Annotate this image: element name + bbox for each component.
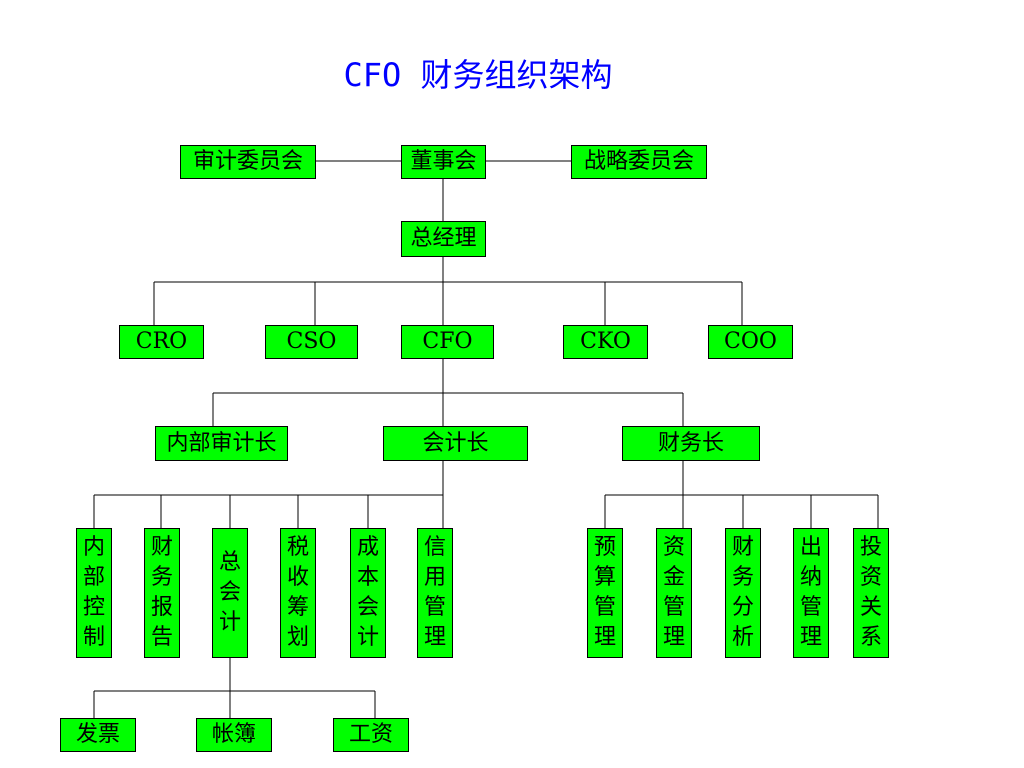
node-char: 理 [662,624,685,650]
node-coo: COO [708,325,793,359]
node-char: 本 [356,565,379,591]
node-char: 制 [82,624,105,650]
node-financial-report: 财务报告 [144,528,180,658]
node-char: 分 [731,595,754,620]
node-char: 系 [859,624,882,650]
node-gm: 总经理 [401,221,486,257]
node-char: 纳 [799,565,822,591]
node-char: 管 [593,595,616,620]
node-char: 内 [82,535,105,561]
node-char: 理 [799,624,822,650]
node-cost-accounting: 成本会计 [350,528,386,658]
node-char: 出 [799,535,822,561]
node-char: 资 [662,535,685,561]
node-cro: CRO [119,325,204,359]
node-fund-management: 资金管理 [656,528,692,658]
node-tax-planning: 税收筹划 [280,528,316,658]
node-finance-head: 财务长 [622,426,760,461]
node-char: 关 [859,595,882,620]
node-char: 部 [82,565,105,591]
node-cko: CKO [563,325,648,359]
node-credit-management: 信用管理 [417,528,453,658]
node-chief-accountant: 会计长 [383,426,528,461]
node-ledger: 帐簿 [196,718,272,752]
node-char: 报 [150,595,173,620]
node-financial-analysis: 财务分析 [725,528,761,658]
node-budget-management: 预算管理 [587,528,623,658]
node-strategy-committee: 战略委员会 [571,145,707,179]
node-char: 管 [799,595,822,620]
node-char: 信 [423,535,446,561]
node-char: 计 [218,609,241,635]
node-char: 收 [286,565,309,591]
node-cashier-management: 出纳管理 [793,528,829,658]
node-char: 税 [286,535,309,561]
node-internal-control: 内部控制 [76,528,112,658]
node-char: 告 [150,624,173,650]
node-invoice: 发票 [60,718,136,752]
node-char: 理 [593,624,616,650]
node-char: 理 [423,624,446,650]
node-char: 成 [356,535,379,561]
node-char: 用 [423,565,446,591]
node-char: 划 [286,624,309,650]
node-char: 算 [593,565,616,591]
node-char: 财 [150,535,173,561]
node-internal-audit-head: 内部审计长 [155,426,288,461]
node-char: 析 [731,624,754,650]
node-char: 管 [662,595,685,620]
node-char: 预 [593,535,616,561]
node-payroll: 工资 [333,718,409,752]
node-char: 务 [731,565,754,591]
node-cso: CSO [265,325,358,359]
node-char: 管 [423,595,446,620]
node-char: 筹 [286,595,309,620]
node-char: 计 [356,624,379,650]
chart-title: CFO 财务组织架构 [343,56,613,94]
node-investor-relations: 投资关系 [853,528,889,658]
node-cfo: CFO [401,325,494,359]
node-char: 资 [859,565,882,591]
node-board: 董事会 [401,145,486,179]
node-char: 控 [82,595,105,620]
node-char: 财 [731,535,754,561]
node-char: 会 [218,580,241,606]
node-char: 务 [150,565,173,591]
node-char: 投 [859,535,882,561]
node-audit-committee: 审计委员会 [180,145,316,179]
node-char: 总 [218,550,241,576]
node-char: 金 [662,565,685,591]
node-char: 会 [356,595,379,620]
node-general-accounting: 总会计 [212,528,248,658]
